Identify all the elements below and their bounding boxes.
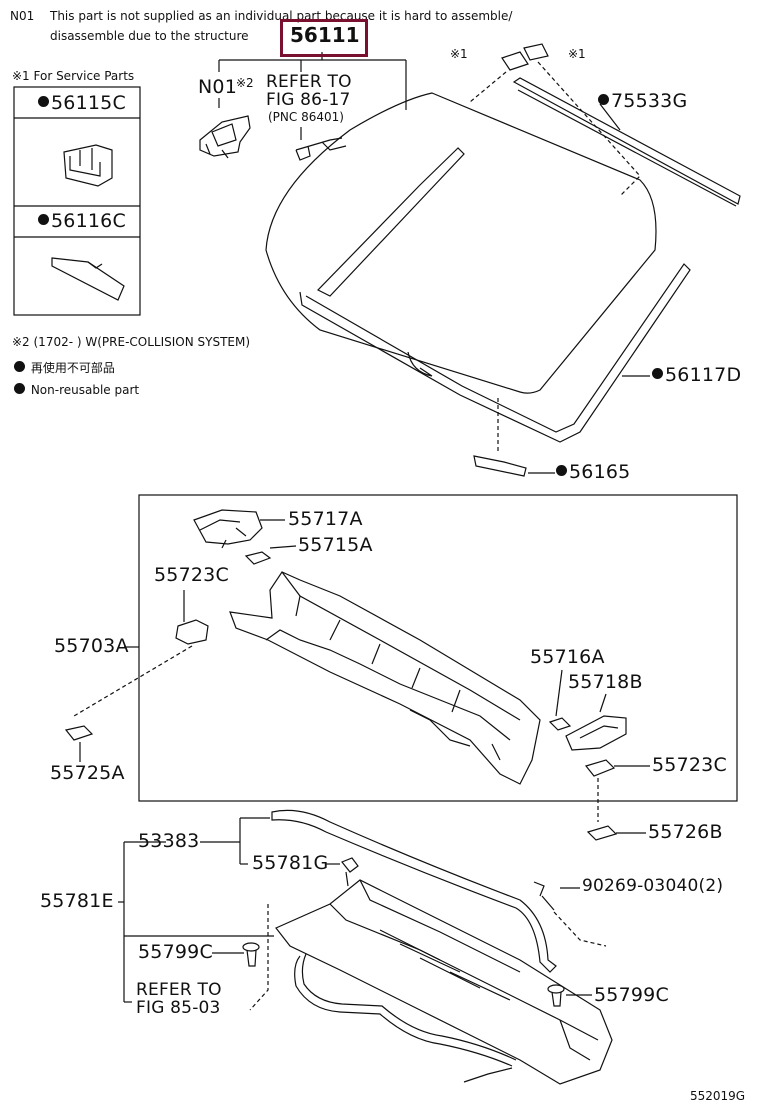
part-55726b-label[interactable]: 55726B: [648, 821, 723, 843]
clip-90269-shape: [533, 881, 607, 947]
part-55781g-label[interactable]: 55781G: [252, 852, 329, 874]
part-53383-label[interactable]: 53383: [138, 830, 200, 852]
diagram-id: 552019G: [690, 1089, 746, 1103]
cowl-panel-box: [138, 494, 738, 802]
part-55716a-label[interactable]: 55716A: [530, 646, 605, 668]
refer-fig86-line1: REFER TO: [266, 72, 352, 92]
cowl-louver-shape: [275, 879, 613, 1085]
part-55799c-left-label[interactable]: 55799C: [138, 941, 213, 963]
part-55799c-right-label[interactable]: 55799C: [594, 984, 669, 1006]
legend-en: Non-reusable part: [14, 383, 139, 396]
pad-55726b-shape: [586, 825, 646, 841]
top-clips-shape: [501, 43, 549, 71]
right-label-leaders: [528, 103, 650, 474]
washer-tube-shape: [294, 953, 517, 1083]
outer-molding-shape: [299, 263, 691, 443]
mark1-right: ※1: [568, 47, 586, 61]
bracket-55723c-top-shape: [175, 590, 209, 645]
mirror-bracket-shape: [199, 115, 251, 159]
part-55703a-label[interactable]: 55703A: [54, 635, 129, 657]
refer-mark: ※2: [236, 76, 254, 90]
pad-55725a-shape: [64, 725, 94, 762]
windshield-glass-shape: [265, 92, 657, 394]
bracket-55718b-shape: [565, 693, 627, 751]
part-55725a-label[interactable]: 55725A: [50, 762, 125, 784]
pad-55716a-shape: [548, 669, 572, 731]
pad-56165-shape: [473, 455, 527, 477]
non-reusable-dot-icon: [14, 383, 25, 394]
refer-fig86-pnc: (PNC 86401): [268, 110, 344, 124]
non-reusable-dot-icon: [38, 214, 49, 225]
note-n01-prefix: N01: [10, 9, 35, 23]
cowl-panel-shape: [229, 571, 541, 785]
part-55715a-label[interactable]: 55715A: [298, 534, 373, 556]
legend-jp: 再使用不可部品: [14, 361, 115, 374]
part-56115c-label[interactable]: 56115C: [38, 94, 126, 113]
non-reusable-dot-icon: [14, 361, 25, 372]
pad-55715a-shape: [244, 551, 272, 565]
non-reusable-dot-icon: [598, 94, 609, 105]
non-reusable-dot-icon: [556, 465, 567, 476]
part-55718b-label[interactable]: 55718B: [568, 671, 643, 693]
pad-56116c-shape: [51, 257, 125, 301]
clip-56115c-shape: [63, 144, 113, 187]
leader-55715a: [269, 545, 297, 549]
part-56117d-label[interactable]: 56117D: [652, 366, 741, 385]
bracket-55717a-shape: [193, 509, 263, 549]
refer-fig86-line2[interactable]: FIG 86-17: [266, 90, 351, 110]
refer-fig85-line2[interactable]: FIG 85-03: [136, 998, 221, 1018]
part-75533g-label[interactable]: 75533G: [598, 92, 687, 111]
note-n01-line1: This part is not supplied as an individu…: [50, 9, 513, 23]
sensor-bracket-shape: [295, 137, 347, 161]
note-pre-collision: ※2 (1702- ) W(PRE-COLLISION SYSTEM): [12, 335, 251, 349]
glass-dashed-leaders: [469, 61, 641, 452]
part-56165-label[interactable]: 56165: [556, 463, 630, 482]
clip-55799c-right-shape: [547, 984, 592, 1007]
part-55717a-label[interactable]: 55717A: [288, 508, 363, 530]
non-reusable-dot-icon: [652, 368, 663, 379]
service-parts-heading: ※1 For Service Parts: [12, 69, 135, 83]
n01-label: N01: [198, 76, 237, 98]
clip-55781g-shape: [341, 857, 359, 887]
part-56116c-label[interactable]: 56116C: [38, 212, 126, 231]
service-parts-box: [13, 86, 141, 316]
part-55723c-top-label[interactable]: 55723C: [154, 564, 229, 586]
note-n01-line2: disassemble due to the structure: [50, 29, 249, 43]
part-56111-label[interactable]: 56111: [290, 23, 360, 47]
bracket-55723c-right-shape: [584, 759, 650, 822]
seal-53383-shape: [271, 809, 557, 973]
lower-group-brackets: [118, 817, 340, 1003]
highlight-box-56111: [280, 19, 368, 57]
molding-75533g-shape: [512, 77, 741, 207]
part-55723c-right-label[interactable]: 55723C: [652, 754, 727, 776]
clip-55799c-left-shape: [212, 942, 260, 967]
non-reusable-dot-icon: [38, 96, 49, 107]
louver-dashed-leader: [249, 904, 269, 1011]
dashed-55725a: [73, 645, 193, 717]
part-55781e-label[interactable]: 55781E: [40, 890, 114, 912]
refer-fig85-line1: REFER TO: [136, 980, 222, 1000]
part-90269-label[interactable]: 90269-03040(2): [582, 876, 724, 896]
mark1-left: ※1: [450, 47, 468, 61]
